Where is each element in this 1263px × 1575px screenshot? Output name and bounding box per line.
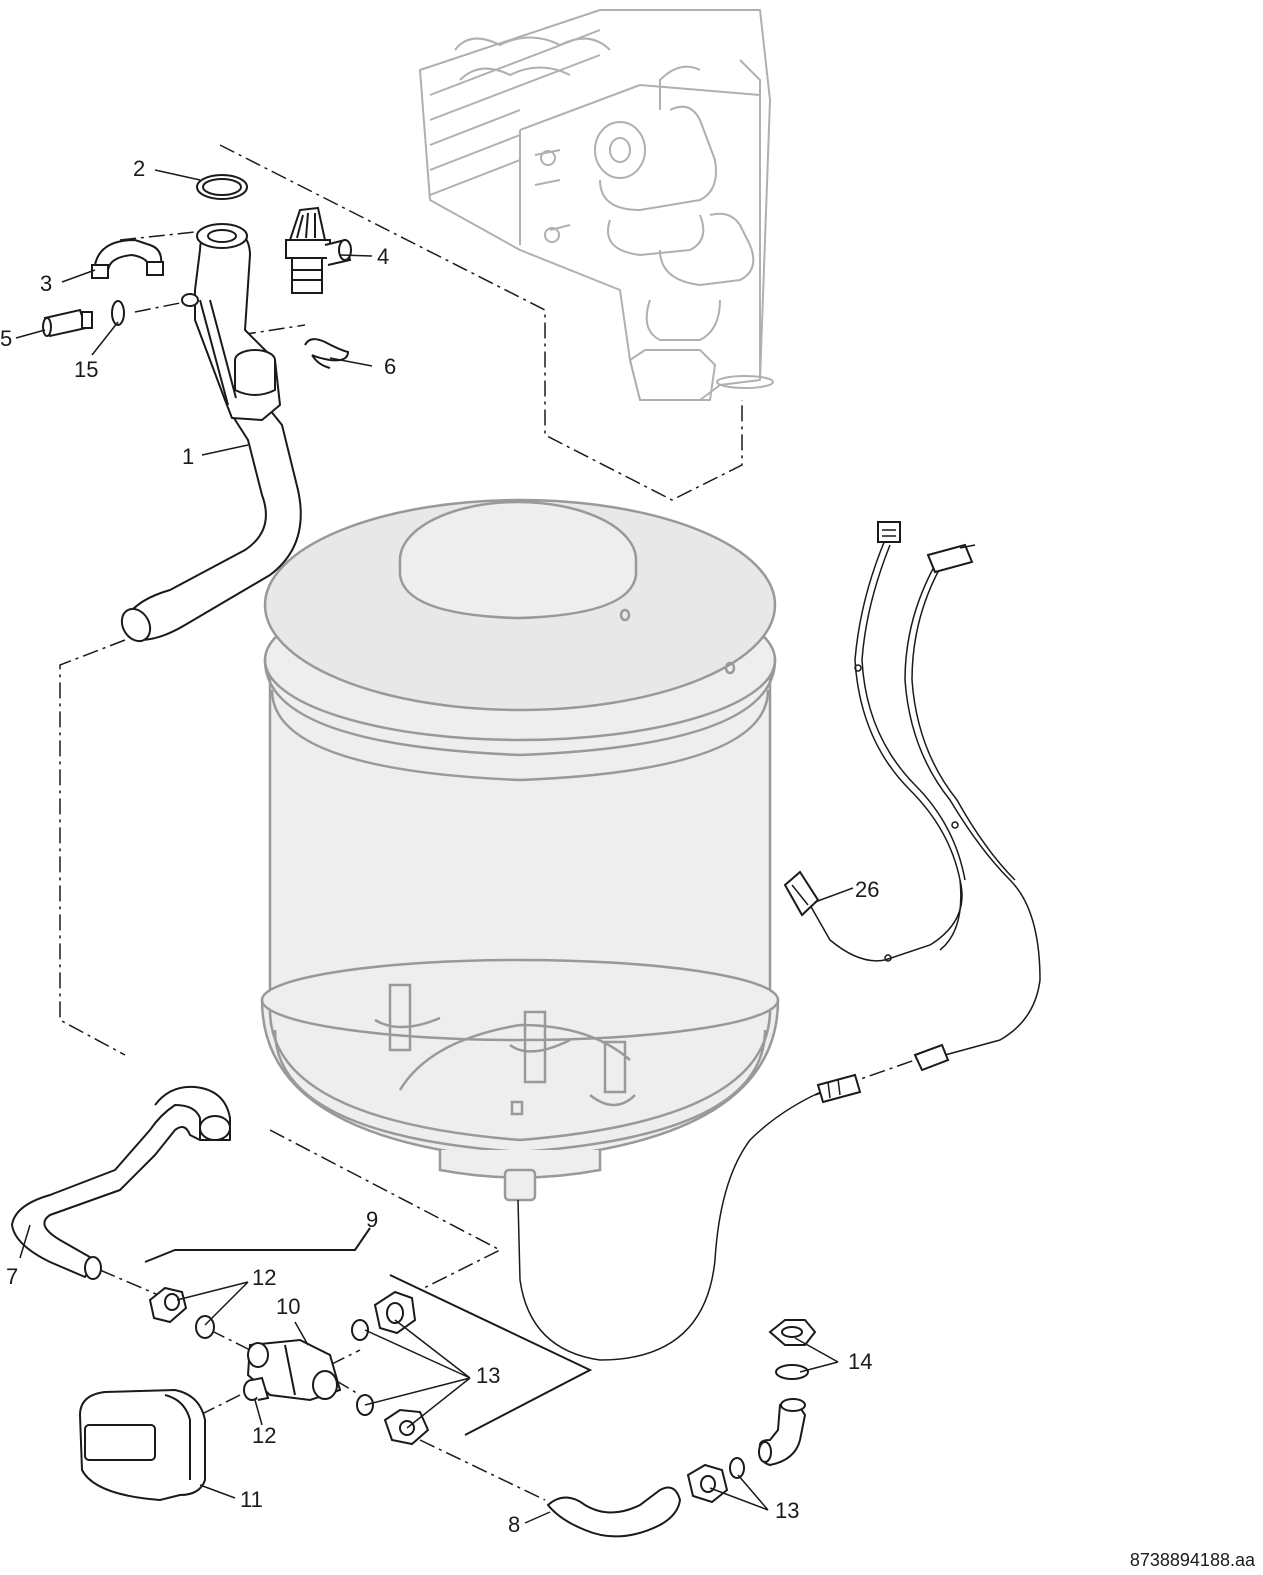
relief-valve-part-4 (285, 206, 352, 294)
callout-1: 1 (182, 444, 194, 469)
callout-9: 9 (366, 1207, 378, 1232)
wiring-harness-part-26 (517, 521, 1041, 1361)
diverter-valve-assembly (78, 1227, 593, 1502)
callout-7: 7 (6, 1264, 18, 1289)
callout-3: 3 (40, 271, 52, 296)
callout-13b: 13 (775, 1498, 799, 1523)
callout-14: 14 (848, 1349, 872, 1374)
callout-2: 2 (133, 156, 145, 181)
callout-12b: 12 (252, 1423, 276, 1448)
heat-exchanger (419, 9, 774, 401)
callout-15: 15 (74, 357, 98, 382)
callout-13a: 13 (476, 1363, 500, 1388)
storage-tank (260, 498, 780, 1202)
flow-pipe-part-1 (120, 223, 302, 643)
o-ring-part-2 (196, 174, 248, 200)
seal-part-15 (111, 300, 125, 326)
callout-11: 11 (240, 1487, 263, 1512)
callouts: 1 2 3 4 5 15 6 26 9 7 12 10 13 12 11 14 … (0, 156, 879, 1537)
callout-5: 5 (0, 326, 12, 351)
clip-part-3 (91, 238, 164, 279)
elbow-fitting-part-13 (686, 1398, 807, 1504)
document-reference: 8738894188.aa (1129, 1550, 1255, 1570)
callout-6: 6 (384, 354, 396, 379)
spring-clip-part-6 (304, 338, 350, 369)
callout-10: 10 (276, 1294, 300, 1319)
callout-26: 26 (855, 877, 879, 902)
callout-12a: 12 (252, 1265, 276, 1290)
pipe-part-8 (546, 1486, 682, 1538)
callout-8: 8 (508, 1512, 520, 1537)
leader-lines (15, 169, 854, 1524)
callout-4: 4 (377, 244, 389, 269)
nut-seal-part-14 (768, 1319, 817, 1380)
return-pipe-part-7 (11, 1085, 231, 1280)
fitting-part-5 (42, 308, 93, 338)
